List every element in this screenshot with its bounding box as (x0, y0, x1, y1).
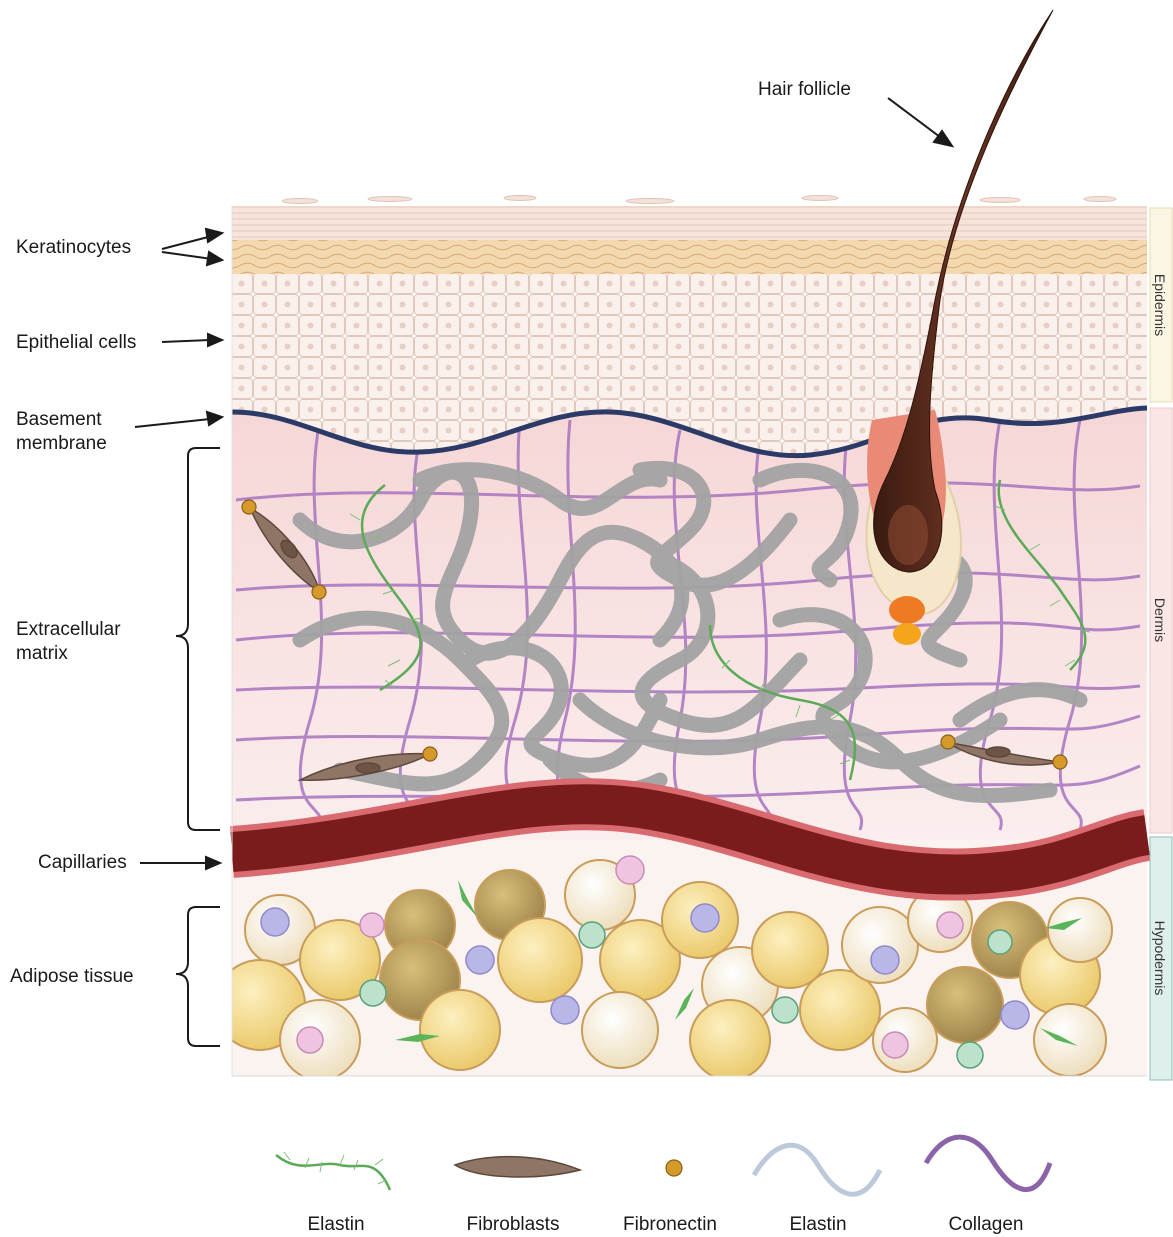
adipose-tissue-label: Adipose tissue (10, 966, 134, 987)
hair-follicle-label: Hair follicle (758, 79, 851, 100)
legend-item-collagen: Collagen (926, 1137, 1050, 1235)
legend-label-elastin-2: Elastin (789, 1214, 846, 1235)
legend-item-fibronectin: Fibronectin (623, 1160, 717, 1235)
layer-sidebar: Epidermis Dermis Hypodermis (1150, 208, 1172, 1080)
elastin-wave-icon (754, 1145, 880, 1194)
legend-item-elastin-wave: Elastin (754, 1145, 880, 1235)
capillaries-label: Capillaries (38, 852, 127, 873)
legend-label-collagen: Collagen (949, 1214, 1024, 1235)
extracellular-matrix-label-1: Extracellular (16, 619, 121, 640)
basement-membrane-label-2: membrane (16, 433, 107, 454)
fibroblast-icon (455, 1157, 580, 1177)
hypodermis-label: Hypodermis (1152, 921, 1168, 996)
legend-item-elastin-fiber: Elastin (276, 1152, 390, 1235)
dermis-label: Dermis (1152, 598, 1168, 642)
dermis-layer (232, 400, 1147, 850)
epithelial-cells-label: Epithelial cells (16, 332, 136, 353)
stratum-corneum-flakes (282, 196, 1116, 204)
keratinocytes-label: Keratinocytes (16, 237, 131, 258)
legend: Elastin Fibroblasts Fibronectin Elastin … (276, 1137, 1050, 1235)
legend-label-fibroblasts: Fibroblasts (467, 1214, 560, 1235)
collagen-wave-icon (926, 1137, 1050, 1189)
legend-label-elastin-1: Elastin (307, 1214, 364, 1235)
annotation-brackets (176, 448, 220, 1046)
basement-membrane-label-1: Basement (16, 409, 102, 430)
legend-label-fibronectin: Fibronectin (623, 1214, 717, 1235)
epidermis-label: Epidermis (1152, 274, 1168, 336)
fibronectin-icon (666, 1160, 682, 1176)
elastin-fiber-icon (276, 1152, 390, 1190)
extracellular-matrix-label-2: matrix (16, 643, 68, 664)
legend-item-fibroblasts: Fibroblasts (455, 1157, 580, 1235)
